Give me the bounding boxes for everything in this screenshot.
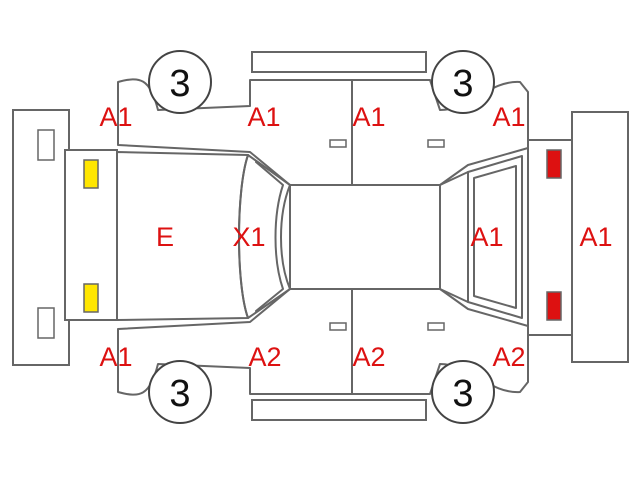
rear-bumper[interactable]: [571, 111, 629, 363]
wheel-front-left-grade: 3: [169, 63, 190, 105]
wheel-front-left[interactable]: 3: [148, 50, 212, 114]
hood[interactable]: [116, 151, 249, 321]
door-handle-top-rear: [427, 139, 445, 148]
code-door-top-rear: A1: [352, 102, 385, 132]
code-fender-top-left: A1: [99, 102, 132, 132]
wheel-rear-right[interactable]: 3: [431, 360, 495, 424]
rear-lamp-bottom: [546, 291, 562, 321]
front-bumper-marker-top: [37, 129, 55, 161]
front-lamp-bottom: [83, 283, 99, 313]
wheel-front-right-grade: 3: [169, 373, 190, 415]
trunk-lid[interactable]: [467, 155, 523, 319]
door-handle-top-front: [329, 139, 347, 148]
roof-rail-top[interactable]: [251, 51, 427, 73]
code-rear-window: A1: [470, 222, 503, 252]
code-quarter-top-right: A1: [492, 102, 525, 132]
trunk-inner-line: [473, 165, 517, 309]
windshield-inner-line: [255, 161, 284, 312]
code-windshield: X1: [232, 222, 265, 252]
rear-lamp-top: [546, 149, 562, 179]
rear-window-panel[interactable]: [439, 171, 469, 303]
code-door-bottom-rear: A2: [352, 342, 385, 372]
code-hood: E: [156, 222, 174, 252]
code-quarter-bottom-right: A2: [492, 342, 525, 372]
code-rear-bumper: A1: [579, 222, 612, 252]
damage-codes: A1 A1 A1 A1 E X1 A1 A1 A1 A2 A2 A2: [99, 102, 612, 372]
front-lamp-top: [83, 159, 99, 189]
door-handle-bottom-front: [329, 322, 347, 331]
door-handle-bottom-rear: [427, 322, 445, 331]
roof-panel[interactable]: [289, 184, 441, 290]
front-bumper-marker-bottom: [37, 307, 55, 339]
wheel-rear-left-grade: 3: [452, 63, 473, 105]
code-door-top-front: A1: [247, 102, 280, 132]
roof-rail-bottom[interactable]: [251, 399, 427, 421]
code-door-bottom-front: A2: [248, 342, 281, 372]
wheel-front-right[interactable]: 3: [148, 360, 212, 424]
windshield-panel[interactable]: [238, 154, 291, 319]
wheel-rear-left[interactable]: 3: [431, 50, 495, 114]
wheel-rear-right-grade: 3: [452, 373, 473, 415]
code-fender-bottom-left: A1: [99, 342, 132, 372]
